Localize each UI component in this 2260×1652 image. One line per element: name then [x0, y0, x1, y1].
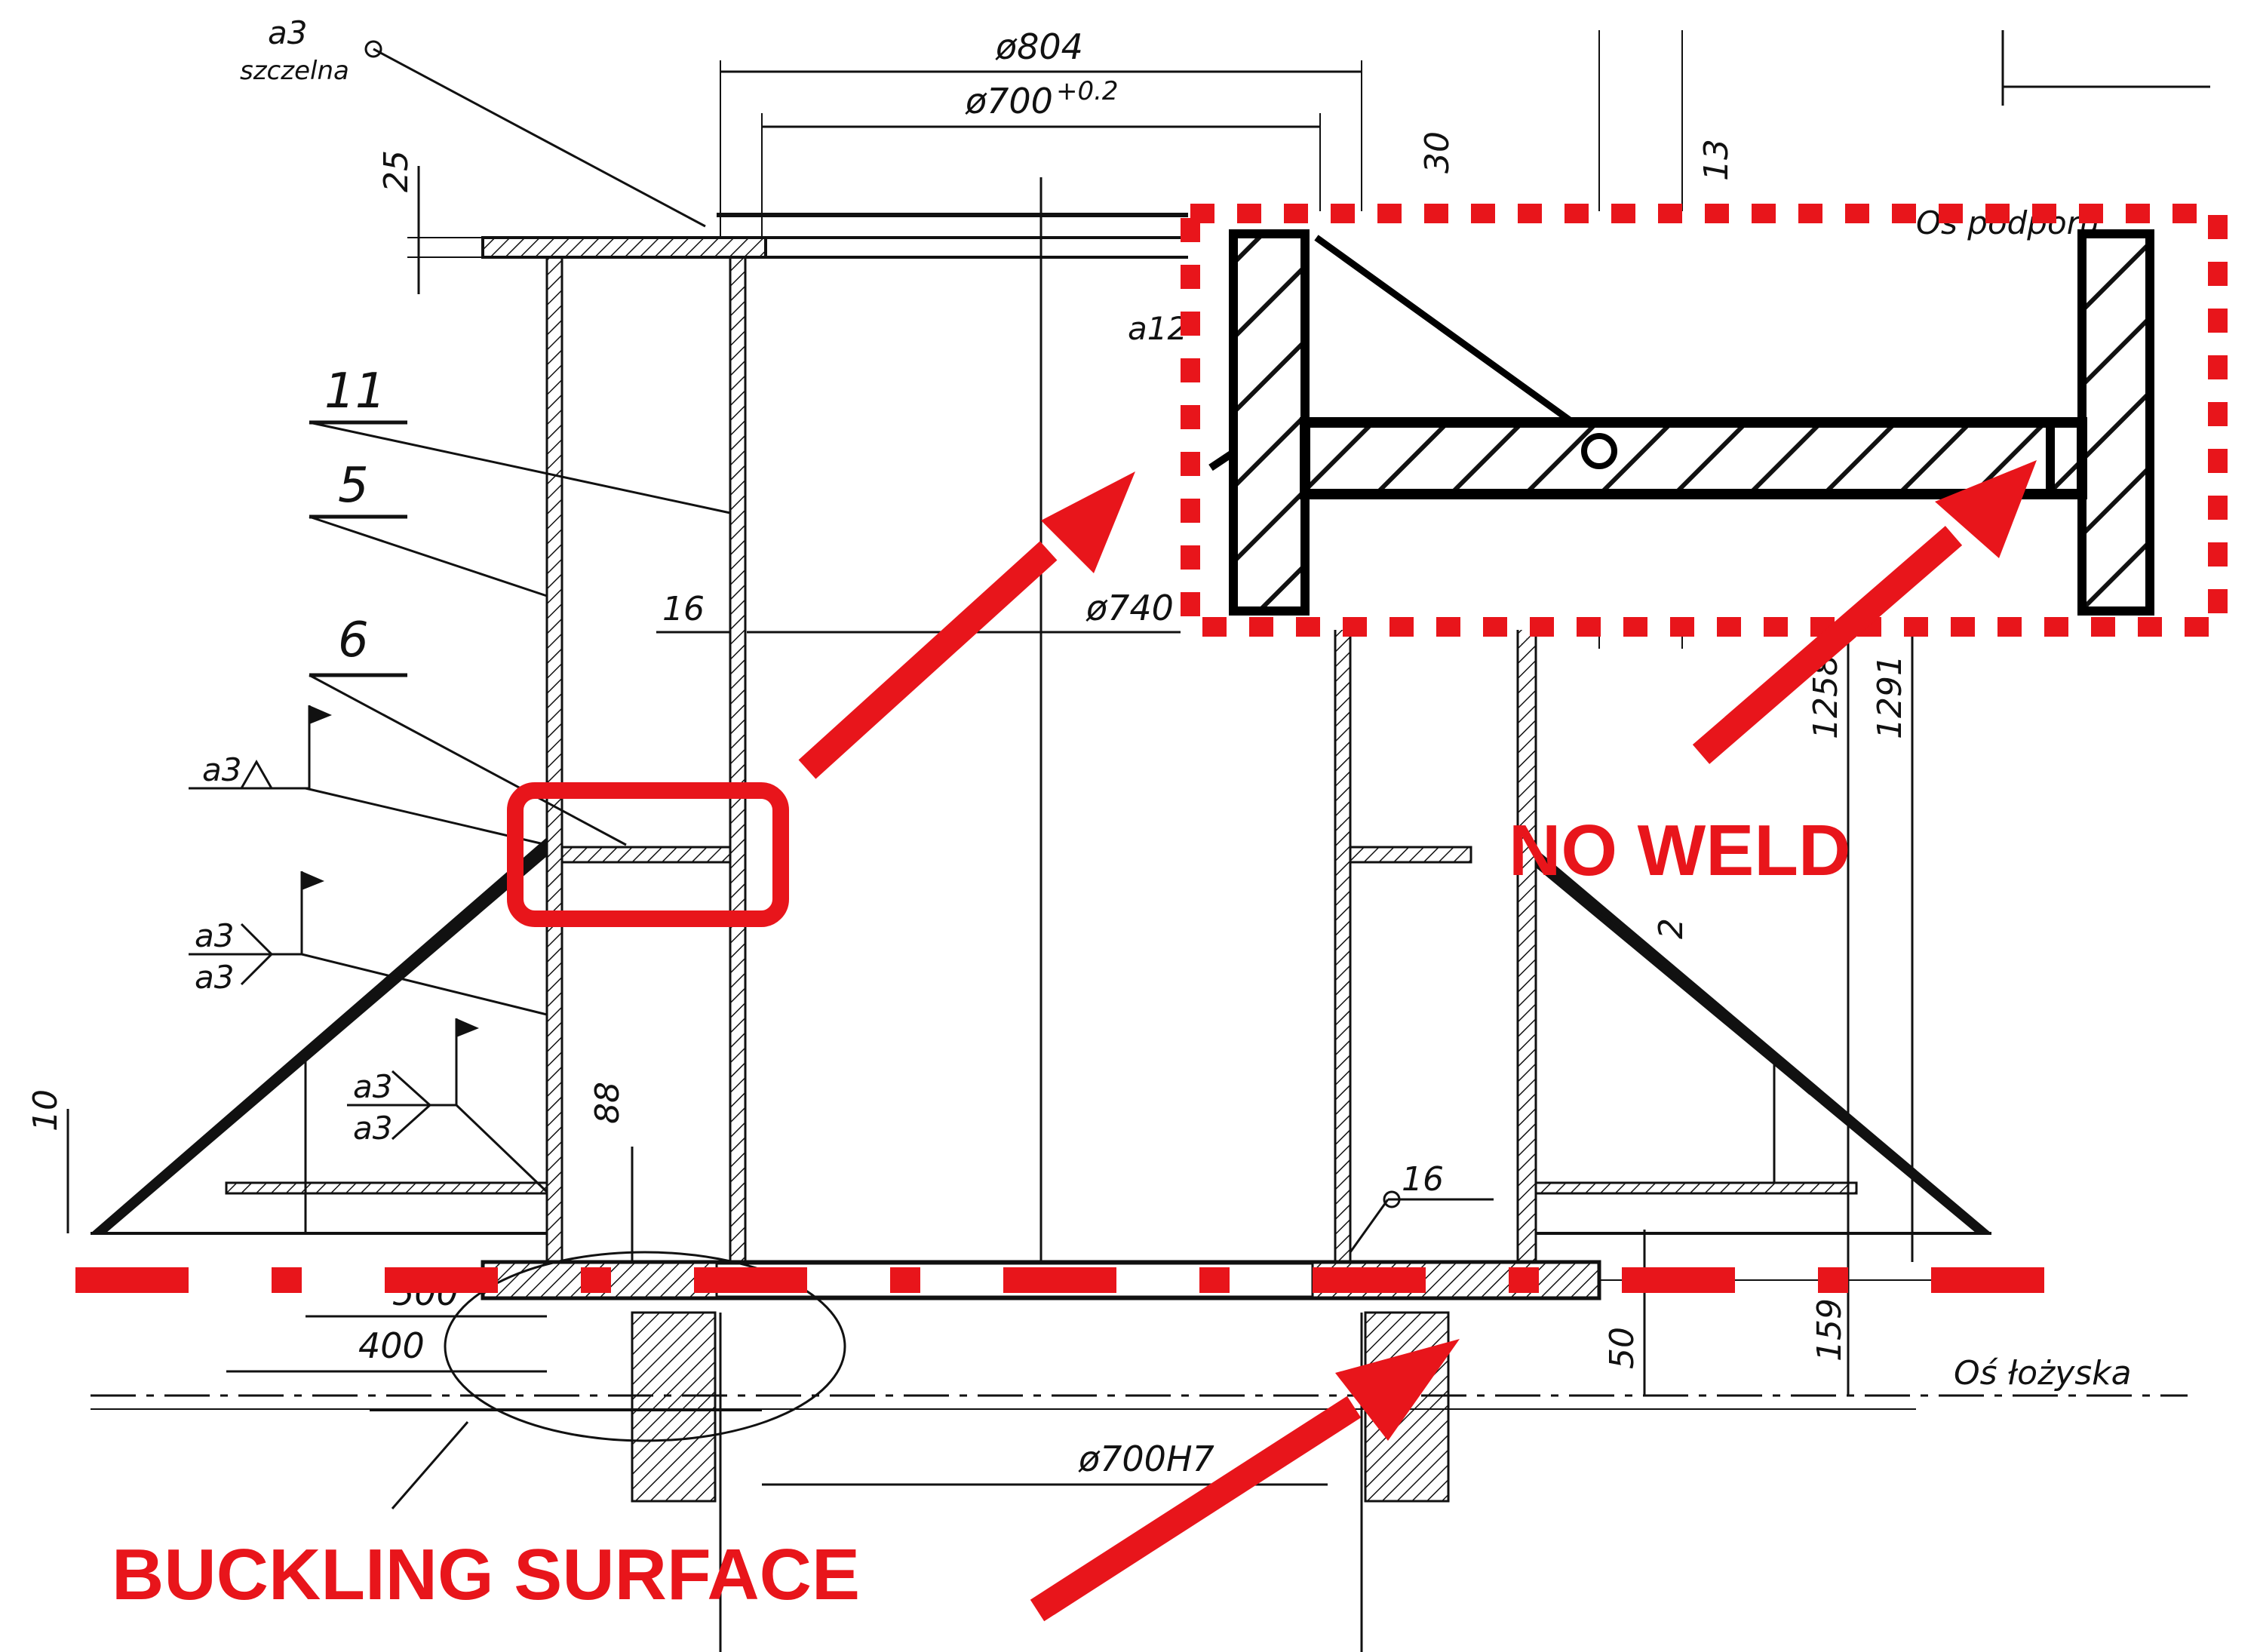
bearing-axis-label: Oś łożyska	[1954, 1354, 2132, 1393]
weld-symbol-labels: a3 szczelna a3 a3 a3 a3 a3 a12	[195, 14, 1187, 1147]
part-number-5: 5	[338, 458, 369, 514]
dimension-10: 10	[26, 1089, 65, 1132]
inner-tube-wall-left	[729, 256, 747, 1264]
arrow-to-inset-head	[1041, 471, 1135, 573]
weld-a12: a12	[1128, 310, 1187, 347]
inner-tube-wall-right	[1334, 602, 1352, 1264]
dimension-d700-tolerance-sup: +0.2	[1056, 76, 1119, 106]
dimension-d740: ø740	[1085, 588, 1174, 628]
right-cone-skirt	[1536, 849, 1991, 1233]
outer-tube-wall-right	[1516, 602, 1537, 1264]
dimension-d700-tolerance: ø700	[965, 81, 1053, 121]
no-weld-arrow-head	[1935, 460, 2037, 558]
dimension-13: 13	[1697, 139, 1736, 181]
weld-a3-left: a3	[202, 751, 241, 788]
dimension-400: 400	[358, 1325, 425, 1366]
dimension-16-weld: 16	[1402, 1160, 1444, 1199]
buckling-arrow-head	[1335, 1339, 1460, 1441]
dimension-25: 25	[377, 150, 416, 192]
weld-a3-top: a3	[268, 14, 307, 51]
inset-stiffener-plate	[1300, 417, 2087, 499]
axis-labels: Oś łożyska	[1954, 1354, 2132, 1393]
weld-a3-pair1-bottom: a3	[195, 959, 234, 996]
part-number-labels: 11 5 6	[324, 364, 385, 668]
highlight-box	[507, 782, 789, 927]
part-number-11: 11	[324, 364, 385, 419]
dimension-1291: 1291	[1871, 655, 1909, 739]
dimension-2: 2	[1652, 918, 1690, 939]
stiffener-ring-left	[560, 846, 732, 864]
red-annotations: NO WELD BUCKLING SURFACE	[75, 460, 2127, 1622]
dimension-159: 159	[1810, 1298, 1849, 1362]
weld-a3-pair2-top: a3	[353, 1068, 392, 1105]
stiffener-ring-right	[1349, 846, 1472, 864]
dimension-16-wall: 16	[662, 590, 705, 628]
buckling-arrow	[1030, 1396, 1362, 1622]
weld-szczelna: szczelna	[240, 56, 349, 86]
weld-a3-pair1-top: a3	[195, 917, 234, 954]
top-flange	[481, 236, 767, 259]
arrow-to-inset	[798, 541, 1058, 779]
dimension-30: 30	[1418, 131, 1457, 173]
zoom-detail-inset: Oś podporu	[1181, 204, 2228, 637]
no-weld-arrow	[1692, 526, 1963, 764]
dimension-50: 50	[1603, 1327, 1641, 1369]
part-number-6: 6	[338, 613, 369, 668]
drawing-geometry	[66, 30, 2210, 1652]
no-weld-label: NO WELD	[1509, 810, 1850, 891]
outer-tube-wall-left	[545, 256, 563, 1264]
dimension-d804: ø804	[995, 26, 1083, 67]
dimension-88: 88	[588, 1082, 627, 1124]
inset-dotted-frame	[1181, 204, 2228, 637]
dimension-d700h7: ø700H7	[1078, 1439, 1214, 1479]
left-cone-skirt	[91, 837, 547, 1233]
weld-a3-pair2-bottom: a3	[353, 1110, 392, 1147]
buckling-surface-label: BUCKLING SURFACE	[112, 1534, 860, 1615]
